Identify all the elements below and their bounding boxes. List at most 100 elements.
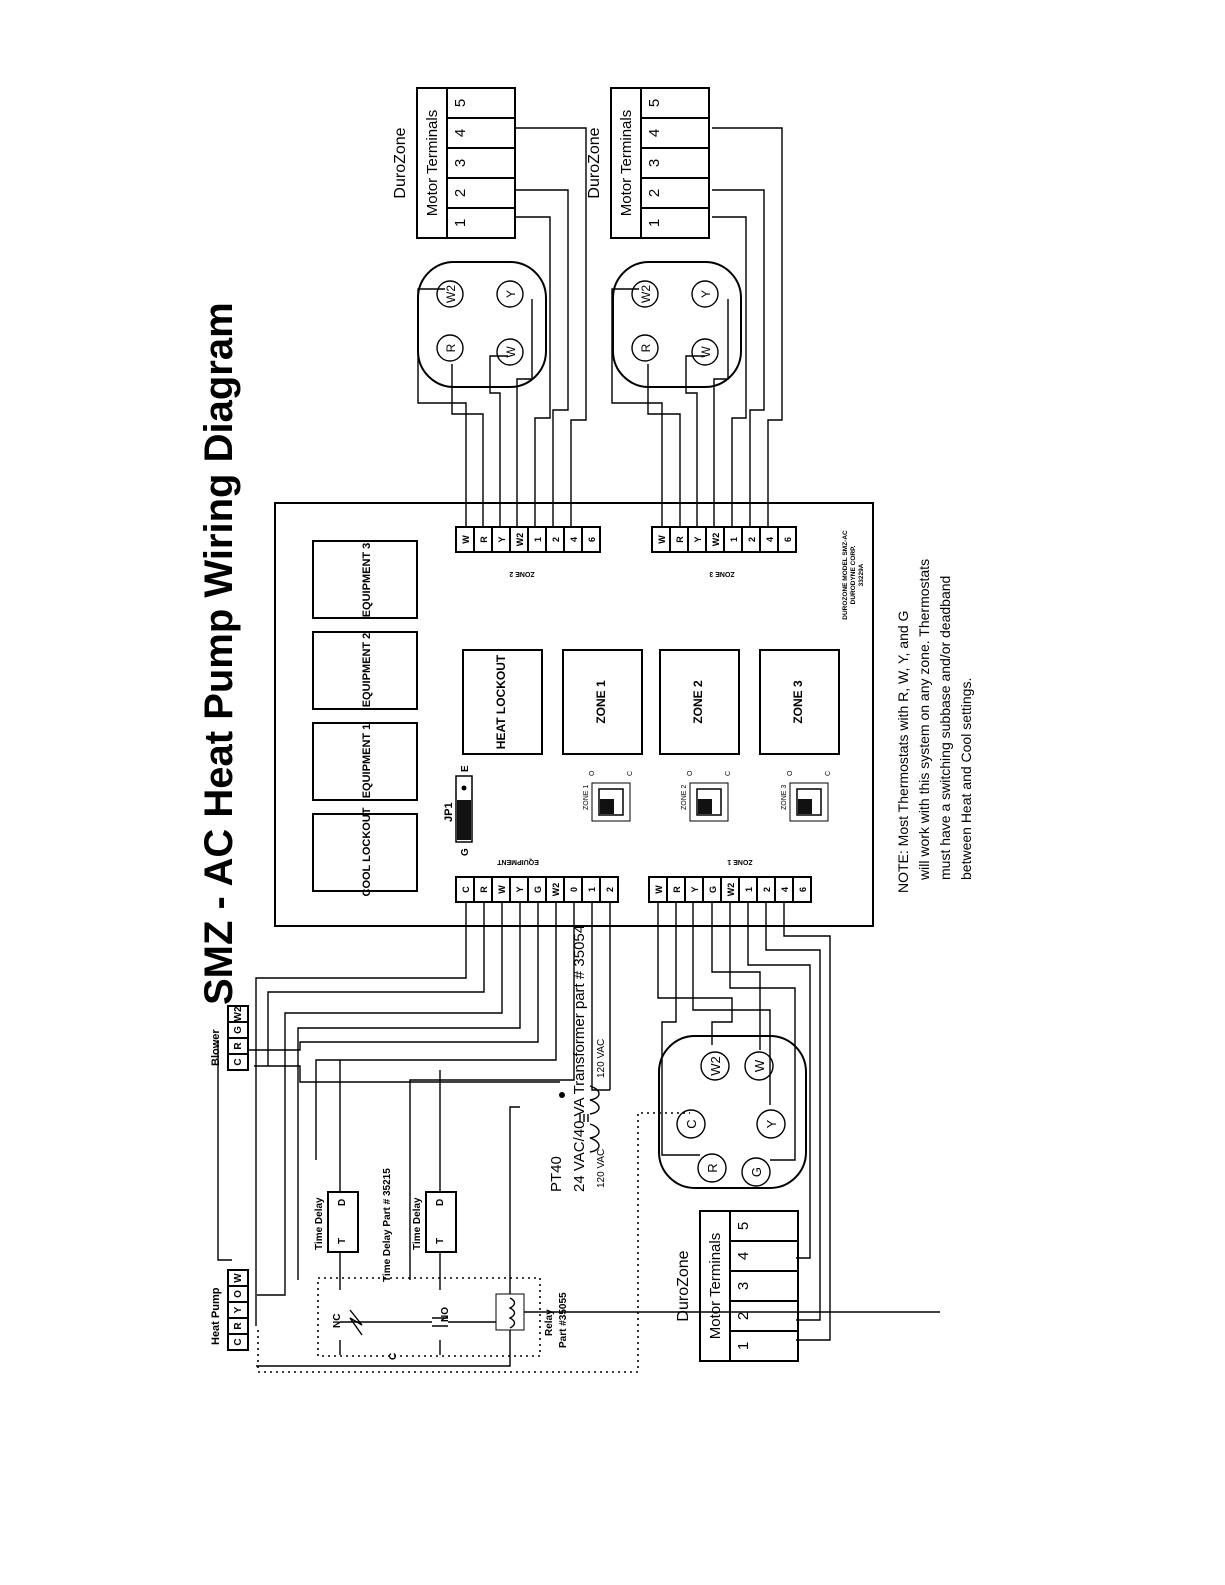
motor-label-cell — [610, 87, 642, 239]
transformer-secondary: 120 VAC — [596, 1039, 607, 1078]
thermostat-terminal — [631, 334, 659, 362]
transformer-primary: 120 VAC — [596, 1149, 607, 1188]
time-delay-2: Time Delay T D — [412, 1191, 457, 1253]
relay-nc: NC — [332, 1314, 343, 1328]
equipment-terminal-label: W2 — [551, 883, 561, 897]
cool-lockout-box: COOL LOCKOUT — [361, 807, 373, 896]
heat-pump-label: Heat Pump — [210, 1287, 222, 1345]
zone-3-switch[interactable]: ZONE 3 O C — [781, 770, 832, 822]
switch-c-label: C — [725, 771, 732, 776]
blower-terminal-label: W2 — [233, 1006, 244, 1021]
thermostat-terminal-label: W — [504, 346, 518, 358]
equipment-1-box: EQUIPMENT 1 — [361, 724, 373, 799]
thermostat-terminal-label: W2 — [639, 285, 653, 303]
zone-2-wiring — [417, 127, 587, 527]
motor-terminal-cell — [446, 117, 516, 149]
motor-terminal-cell — [446, 87, 516, 119]
motor-brand-label: DuroZone — [392, 127, 409, 198]
zone-1-terminal-label: G — [708, 886, 718, 893]
equipment-terminal-cell — [599, 876, 619, 903]
zone-2-terminal-label: 1 — [533, 537, 543, 542]
motor-terminal-label: 2 — [452, 189, 469, 197]
zone-switches: ZONE 1 O C ZONE 2 O C ZONE 3 O C — [583, 770, 832, 822]
motor-brand-label: DuroZone — [675, 1250, 692, 1321]
thermostat-terminal-label: R — [444, 343, 458, 352]
zone-1-switch[interactable]: ZONE 1 O C — [583, 770, 634, 822]
zone-1-wiring — [657, 902, 831, 1341]
thermostat-terminal-label: R — [705, 1163, 720, 1172]
zone-2-strip-label: ZONE 2 — [509, 570, 534, 577]
motor-terminal-cell — [640, 117, 710, 149]
motor-terminal-label: 5 — [735, 1222, 752, 1230]
transformer-model: PT40 — [548, 1156, 565, 1192]
motor-terminal-cell — [729, 1330, 799, 1362]
time-delay-d: D — [337, 1199, 348, 1206]
thermostat-terminal — [691, 280, 719, 308]
note-line: NOTE: Most Thermostats with R, W, Y, and… — [895, 611, 911, 893]
motor-brand-label: DuroZone — [586, 127, 603, 198]
thermostat-terminal — [697, 1153, 727, 1183]
transformer: PT40 24 VAC/40 VA Transformer part # 350… — [548, 925, 607, 1192]
zone-3-terminal-label: W — [657, 535, 667, 544]
time-delay-part: Time Delay Part # 35215 — [382, 1168, 393, 1282]
heat-pump-terminal-label: W — [233, 1273, 244, 1283]
motor-terminal-label: 1 — [452, 219, 469, 227]
model-line: DUROZONE MODEL SMZ-AC — [842, 530, 849, 620]
equipment-terminal-label: Y — [515, 886, 525, 892]
equipment-2-box: EQUIPMENT 2 — [361, 633, 373, 708]
time-delay-t: T — [435, 1238, 446, 1244]
blower-terminal-label: C — [233, 1058, 244, 1065]
heat-pump-terminal-label: R — [233, 1322, 244, 1330]
zone-2-switch[interactable]: ZONE 2 O C — [681, 770, 732, 822]
motor-terminal-label: 2 — [735, 1312, 752, 1320]
equipment-terminal-label: W — [497, 885, 507, 894]
zone-2-terminal-label: 4 — [569, 537, 579, 542]
equipment-3-box: EQUIPMENT 3 — [361, 543, 373, 618]
zone-1-switch-label: ZONE 1 — [583, 785, 590, 810]
zone-3-terminal-label: 6 — [783, 537, 793, 542]
thermostat-terminal — [496, 338, 524, 366]
switch-o-label: O — [687, 770, 694, 776]
equipment-terminal-label: 2 — [605, 887, 615, 892]
motor-terminals-label: Motor Terminals — [424, 110, 441, 216]
page-title: SMZ - AC Heat Pump Wiring Diagram — [197, 302, 241, 1005]
note-text: NOTE: Most Thermostats with R, W, Y, and… — [895, 559, 974, 893]
thermostat-body — [417, 261, 547, 388]
motor-terminal-label: 5 — [646, 99, 663, 107]
thermostat-terminal — [436, 280, 464, 308]
zone-2-terminal-label: W — [461, 535, 471, 544]
motor-terminal-cell — [640, 177, 710, 209]
zone-3-strip-label: ZONE 3 — [709, 570, 734, 577]
zone-1-terminal-label: W — [654, 885, 664, 894]
board-zone-boxes: HEAT LOCKOUT ZONE 1 ZONE 2 ZONE 3 — [462, 649, 840, 755]
zone-1-box: ZONE 1 — [594, 680, 608, 724]
motor-terminal-cell — [446, 177, 516, 209]
thermostat-terminal — [496, 280, 524, 308]
motor-terminal-label: 4 — [735, 1252, 752, 1260]
thermostat-terminal — [756, 1109, 786, 1139]
relay-no: NO — [440, 1307, 451, 1322]
thermostat-terminal-label: W2 — [708, 1056, 723, 1076]
thermostat-terminal — [691, 338, 719, 366]
relay-part: Part #35055 — [558, 1292, 569, 1348]
motor-terminal-cell — [640, 87, 710, 119]
heat-pump-terminal-label: Y — [233, 1306, 244, 1313]
switch-c-label: C — [825, 771, 832, 776]
zone-2-terminal-label: 6 — [587, 537, 597, 542]
motor-terminal-cell — [729, 1300, 799, 1332]
jp1-e-label: E — [460, 765, 471, 772]
zone-1-terminal-label: Y — [690, 886, 700, 892]
time-delay-1: Time Delay T D — [314, 1191, 359, 1253]
zone-2-switch-label: ZONE 2 — [681, 785, 688, 810]
zone-2-terminal-label: 2 — [551, 537, 561, 542]
equipment-strip-label: EQUIPMENT — [496, 858, 538, 865]
thermostat-terminal — [741, 1157, 771, 1187]
thermostat-terminal-label: Y — [764, 1119, 779, 1128]
